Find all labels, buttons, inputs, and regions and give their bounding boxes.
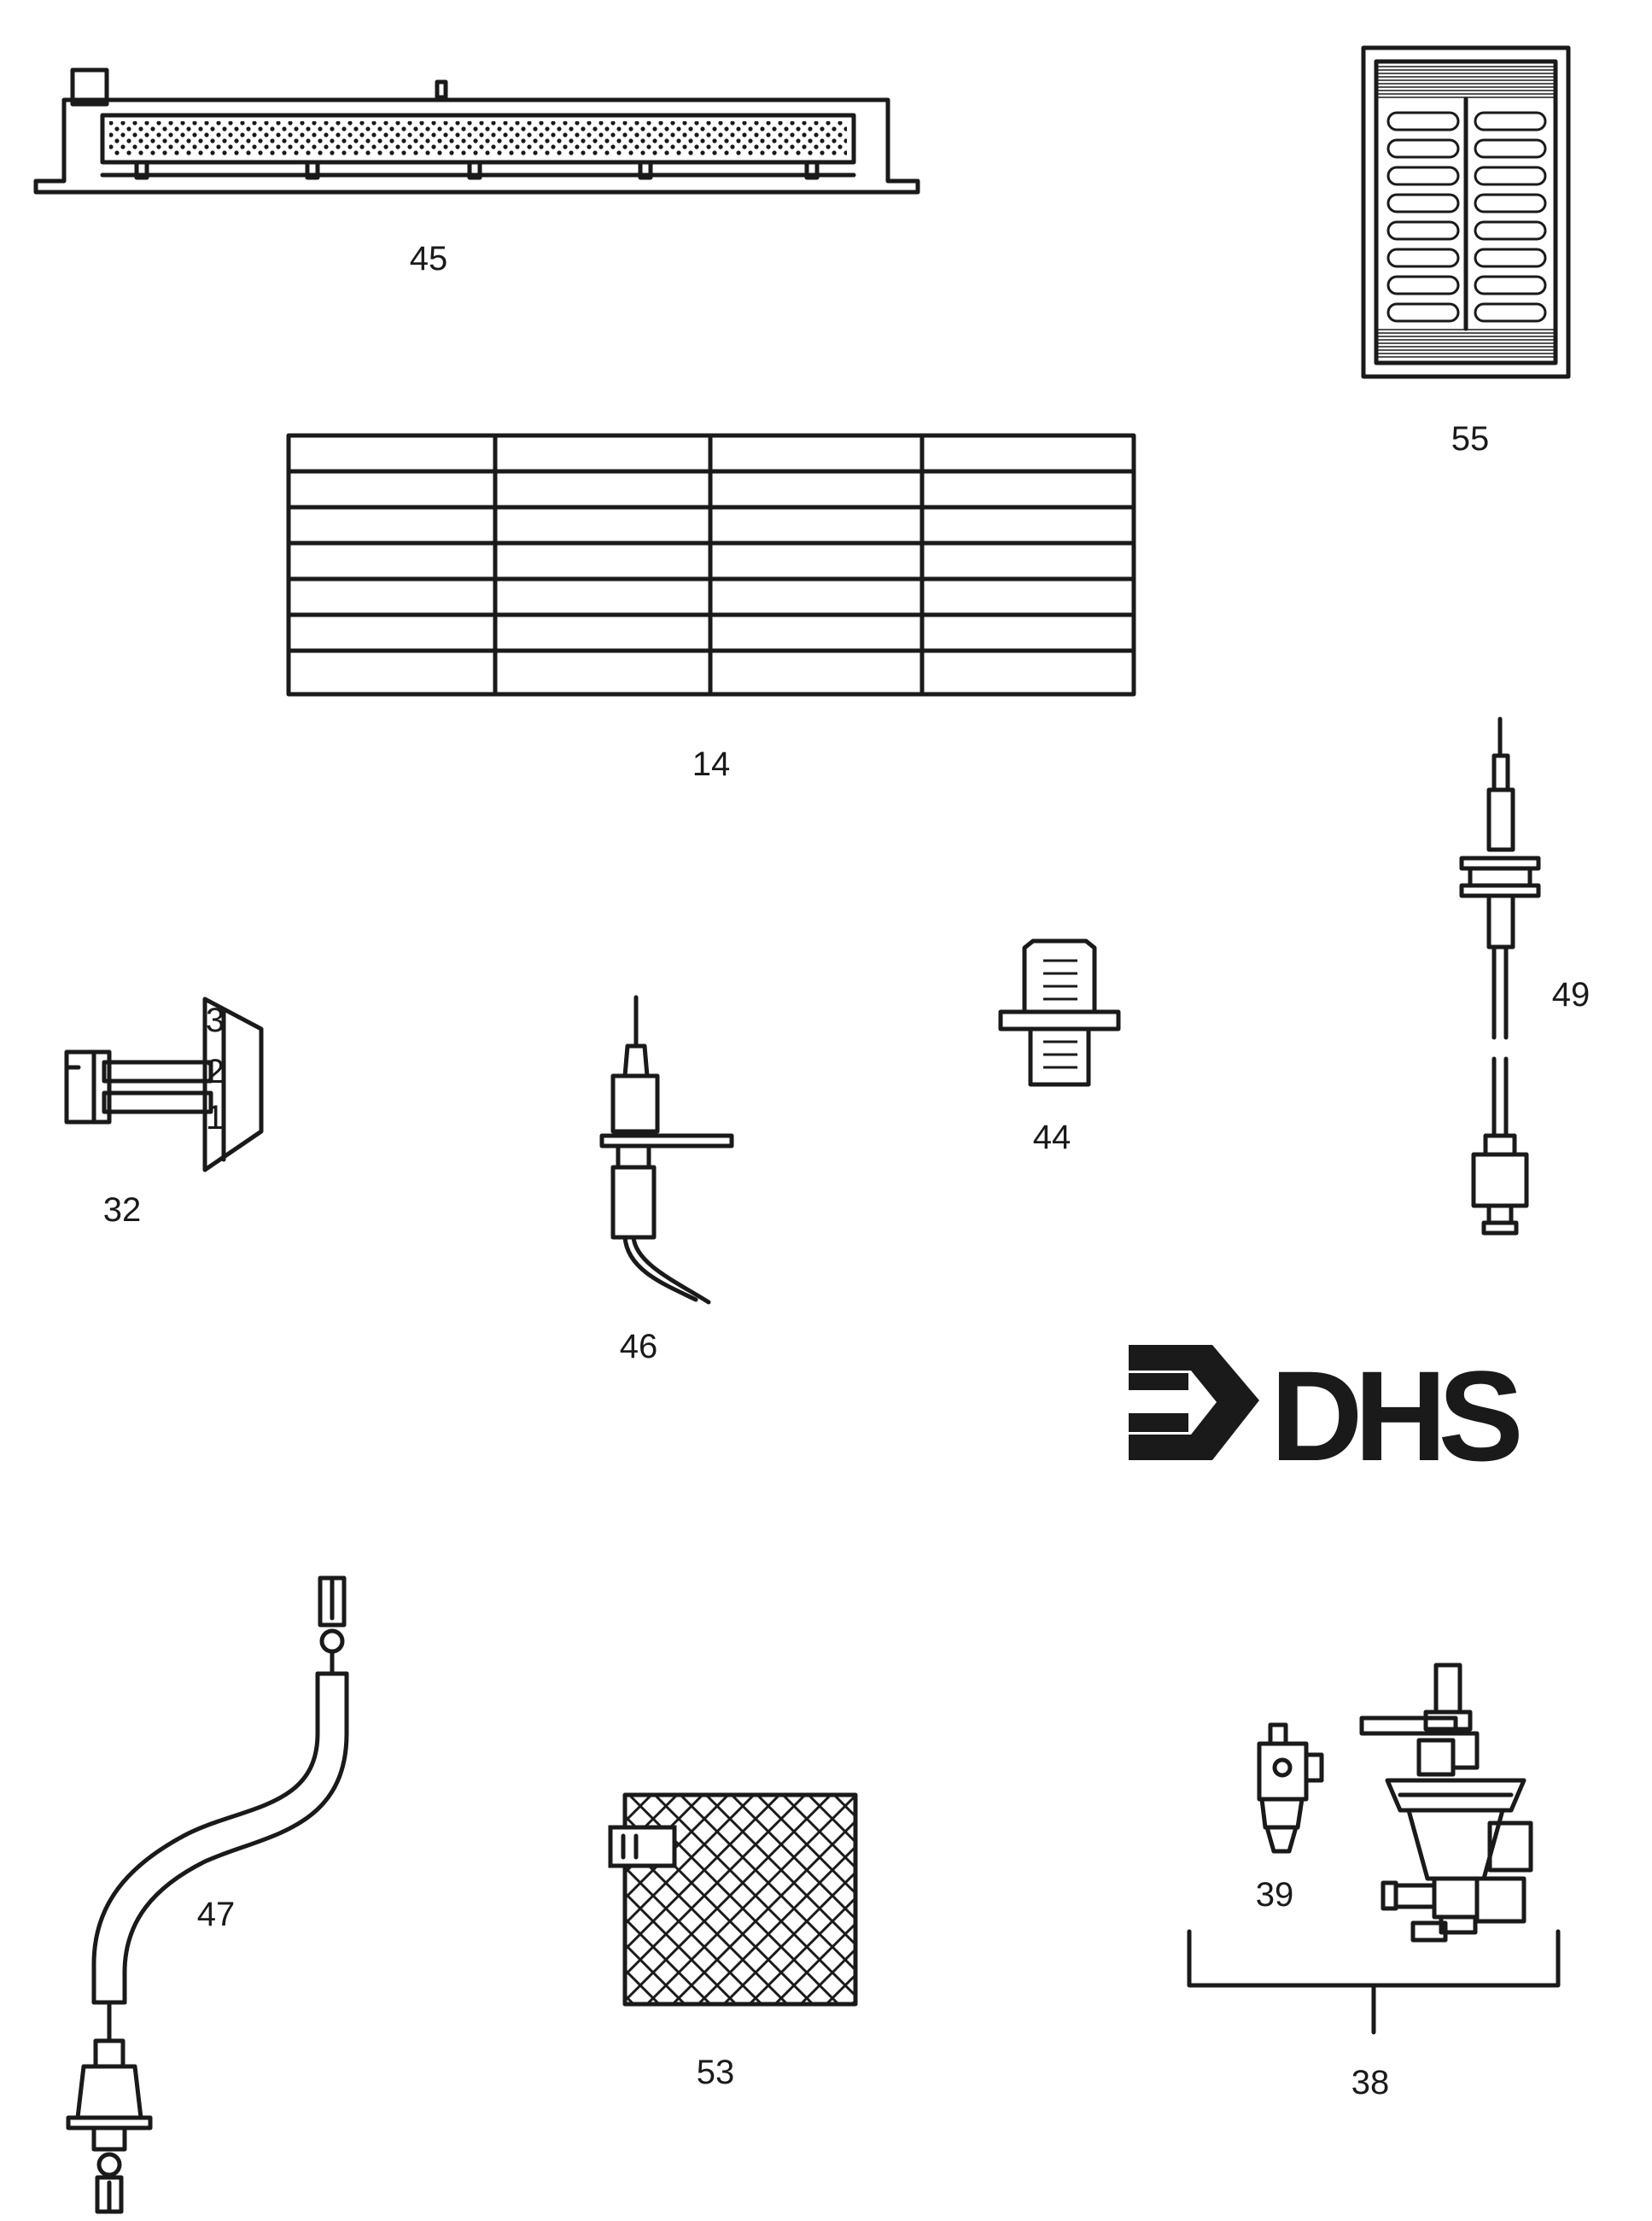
grille-slot	[1386, 193, 1460, 213]
grille-slot	[1474, 220, 1547, 241]
dhs-logo: DHS	[1129, 1344, 1528, 1487]
grille-slot	[1386, 302, 1460, 323]
part-label-39: 39	[1256, 1876, 1294, 1914]
grille-slot	[1386, 166, 1460, 186]
part-47-ignition-lead	[66, 1575, 349, 2214]
grille-slot	[1474, 166, 1547, 186]
part-label-14: 14	[692, 745, 731, 783]
part-32-terminal-block	[64, 997, 264, 1172]
grille-slot	[1386, 111, 1460, 132]
terminal-mark-2: 2	[206, 1053, 225, 1090]
logo-text: DHS	[1270, 1344, 1520, 1487]
part-label-49: 49	[1552, 976, 1591, 1014]
part-label-47: 47	[197, 1896, 236, 1933]
part-39-pilot	[1257, 1722, 1324, 1854]
terminal-mark-1: 1	[206, 1099, 225, 1137]
part-38-gas-valve	[1359, 1663, 1533, 1943]
part-label-38: 38	[1351, 2064, 1390, 2101]
part-44-fitting	[998, 938, 1121, 1087]
grille-slot	[1474, 138, 1547, 159]
part-label-55: 55	[1451, 420, 1490, 458]
grille-slot	[1474, 248, 1547, 268]
part-55-grille	[1361, 45, 1571, 379]
grille-slot	[1474, 302, 1547, 323]
part-46-spark-electrode	[599, 995, 734, 1305]
part-14-tile-panel	[286, 433, 1136, 697]
part-45-burner	[33, 67, 920, 195]
grille-slot	[1474, 111, 1547, 132]
grille-slot	[1386, 248, 1460, 268]
part-label-53: 53	[697, 2054, 735, 2091]
terminal-mark-3: 3	[206, 1002, 225, 1039]
arrow-logo-icon	[1129, 1345, 1259, 1460]
part-label-44: 44	[1033, 1119, 1071, 1156]
part-label-32: 32	[103, 1191, 142, 1229]
part-38-bracket	[1187, 1929, 1561, 2035]
grille-slot	[1474, 193, 1547, 213]
grille-slot	[1474, 275, 1547, 295]
grille-slot	[1386, 275, 1460, 295]
grille-slot	[1386, 138, 1460, 159]
part-label-46: 46	[620, 1328, 658, 1365]
grille-slots	[1386, 111, 1547, 323]
part-49-thermocouple	[1459, 716, 1541, 1236]
tile-panel-rows	[286, 469, 1136, 653]
part-53-mesh-screen	[608, 1792, 858, 2007]
part-label-45: 45	[410, 240, 448, 278]
grille-slot	[1386, 220, 1460, 241]
